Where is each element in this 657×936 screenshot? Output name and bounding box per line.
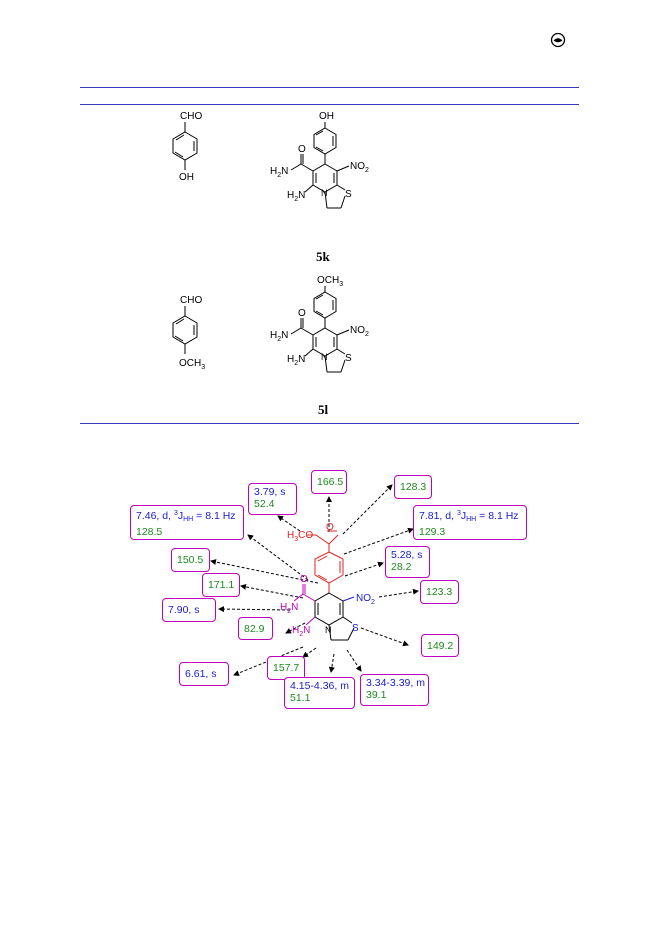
assign-box-c-nh2: 157.7: [267, 656, 305, 680]
amine-h2n: H2N: [287, 190, 305, 203]
journal-logo-icon: [550, 32, 566, 48]
amide-o: O: [298, 308, 306, 319]
product-structure-row1: OH O H2N NO2 H2N N S: [270, 111, 369, 209]
table-bottom-rule: [80, 423, 579, 424]
assign-box-ester-c: 166.5: [311, 470, 347, 494]
aldehyde-cho: CHO: [180, 111, 202, 122]
amide-o: O: [298, 144, 306, 155]
ring-n: N: [321, 352, 328, 362]
nitro-group: NO2: [356, 593, 375, 606]
nitro-group: NO2: [350, 161, 369, 174]
ester-o: O: [326, 522, 334, 533]
aldehyde-cho: CHO: [180, 295, 202, 306]
assign-box-c-s: 149.2: [421, 634, 459, 657]
amide-h2n: H2N: [270, 330, 288, 343]
assign-box-c3: 82.9: [238, 617, 273, 640]
assign-box-aryl-c4: 150.5: [171, 548, 210, 572]
amide-h2n: H2N: [270, 166, 288, 179]
product-oh: OH: [319, 111, 334, 122]
ester-h3co: H3CO: [287, 530, 313, 543]
assign-box-amide-c: 171.1: [202, 573, 240, 597]
ring-s: S: [352, 623, 359, 634]
assign-box-c-no2: 123.3: [420, 580, 459, 604]
nitro-group: NO2: [350, 325, 369, 338]
ring-n: N: [321, 188, 328, 198]
amine-h2n: H2N: [292, 625, 310, 638]
assign-box-aryl-c1: 128.3: [394, 475, 432, 499]
compound-label-5l: 5l: [318, 402, 329, 417]
ring-s: S: [345, 353, 352, 364]
compound-label-5k: 5k: [316, 249, 330, 264]
amide-h2n: H2N: [280, 602, 298, 615]
assign-box-aryl-h-right: 7.81, d, 3JHH = 8.1 Hz 129.3: [413, 505, 527, 540]
aldehyde-och3: OCH3: [179, 358, 205, 371]
amide-o: O: [300, 574, 308, 585]
product-structure-row2: OCH3 O H2N NO2 H2N N S: [270, 275, 369, 373]
aldehyde-structure-row2: CHO OCH3: [172, 295, 205, 371]
ring-n: N: [325, 625, 332, 635]
aldehyde-structure-row1: CHO OH: [172, 111, 202, 183]
ring-s: S: [345, 189, 352, 200]
amine-h2n: H2N: [287, 354, 305, 367]
assign-box-amine-nh2: 6.61, s: [179, 662, 229, 686]
aldehyde-oh: OH: [179, 172, 194, 183]
assign-box-aryl-h-left: 7.46, d, 3JHH = 8.1 Hz 128.5: [130, 505, 244, 540]
assign-box-amide-nh2: 7.90, s: [162, 598, 216, 622]
table-top-rule: [80, 87, 579, 88]
table-header-rule: [80, 104, 579, 105]
product-och3: OCH3: [317, 275, 343, 288]
